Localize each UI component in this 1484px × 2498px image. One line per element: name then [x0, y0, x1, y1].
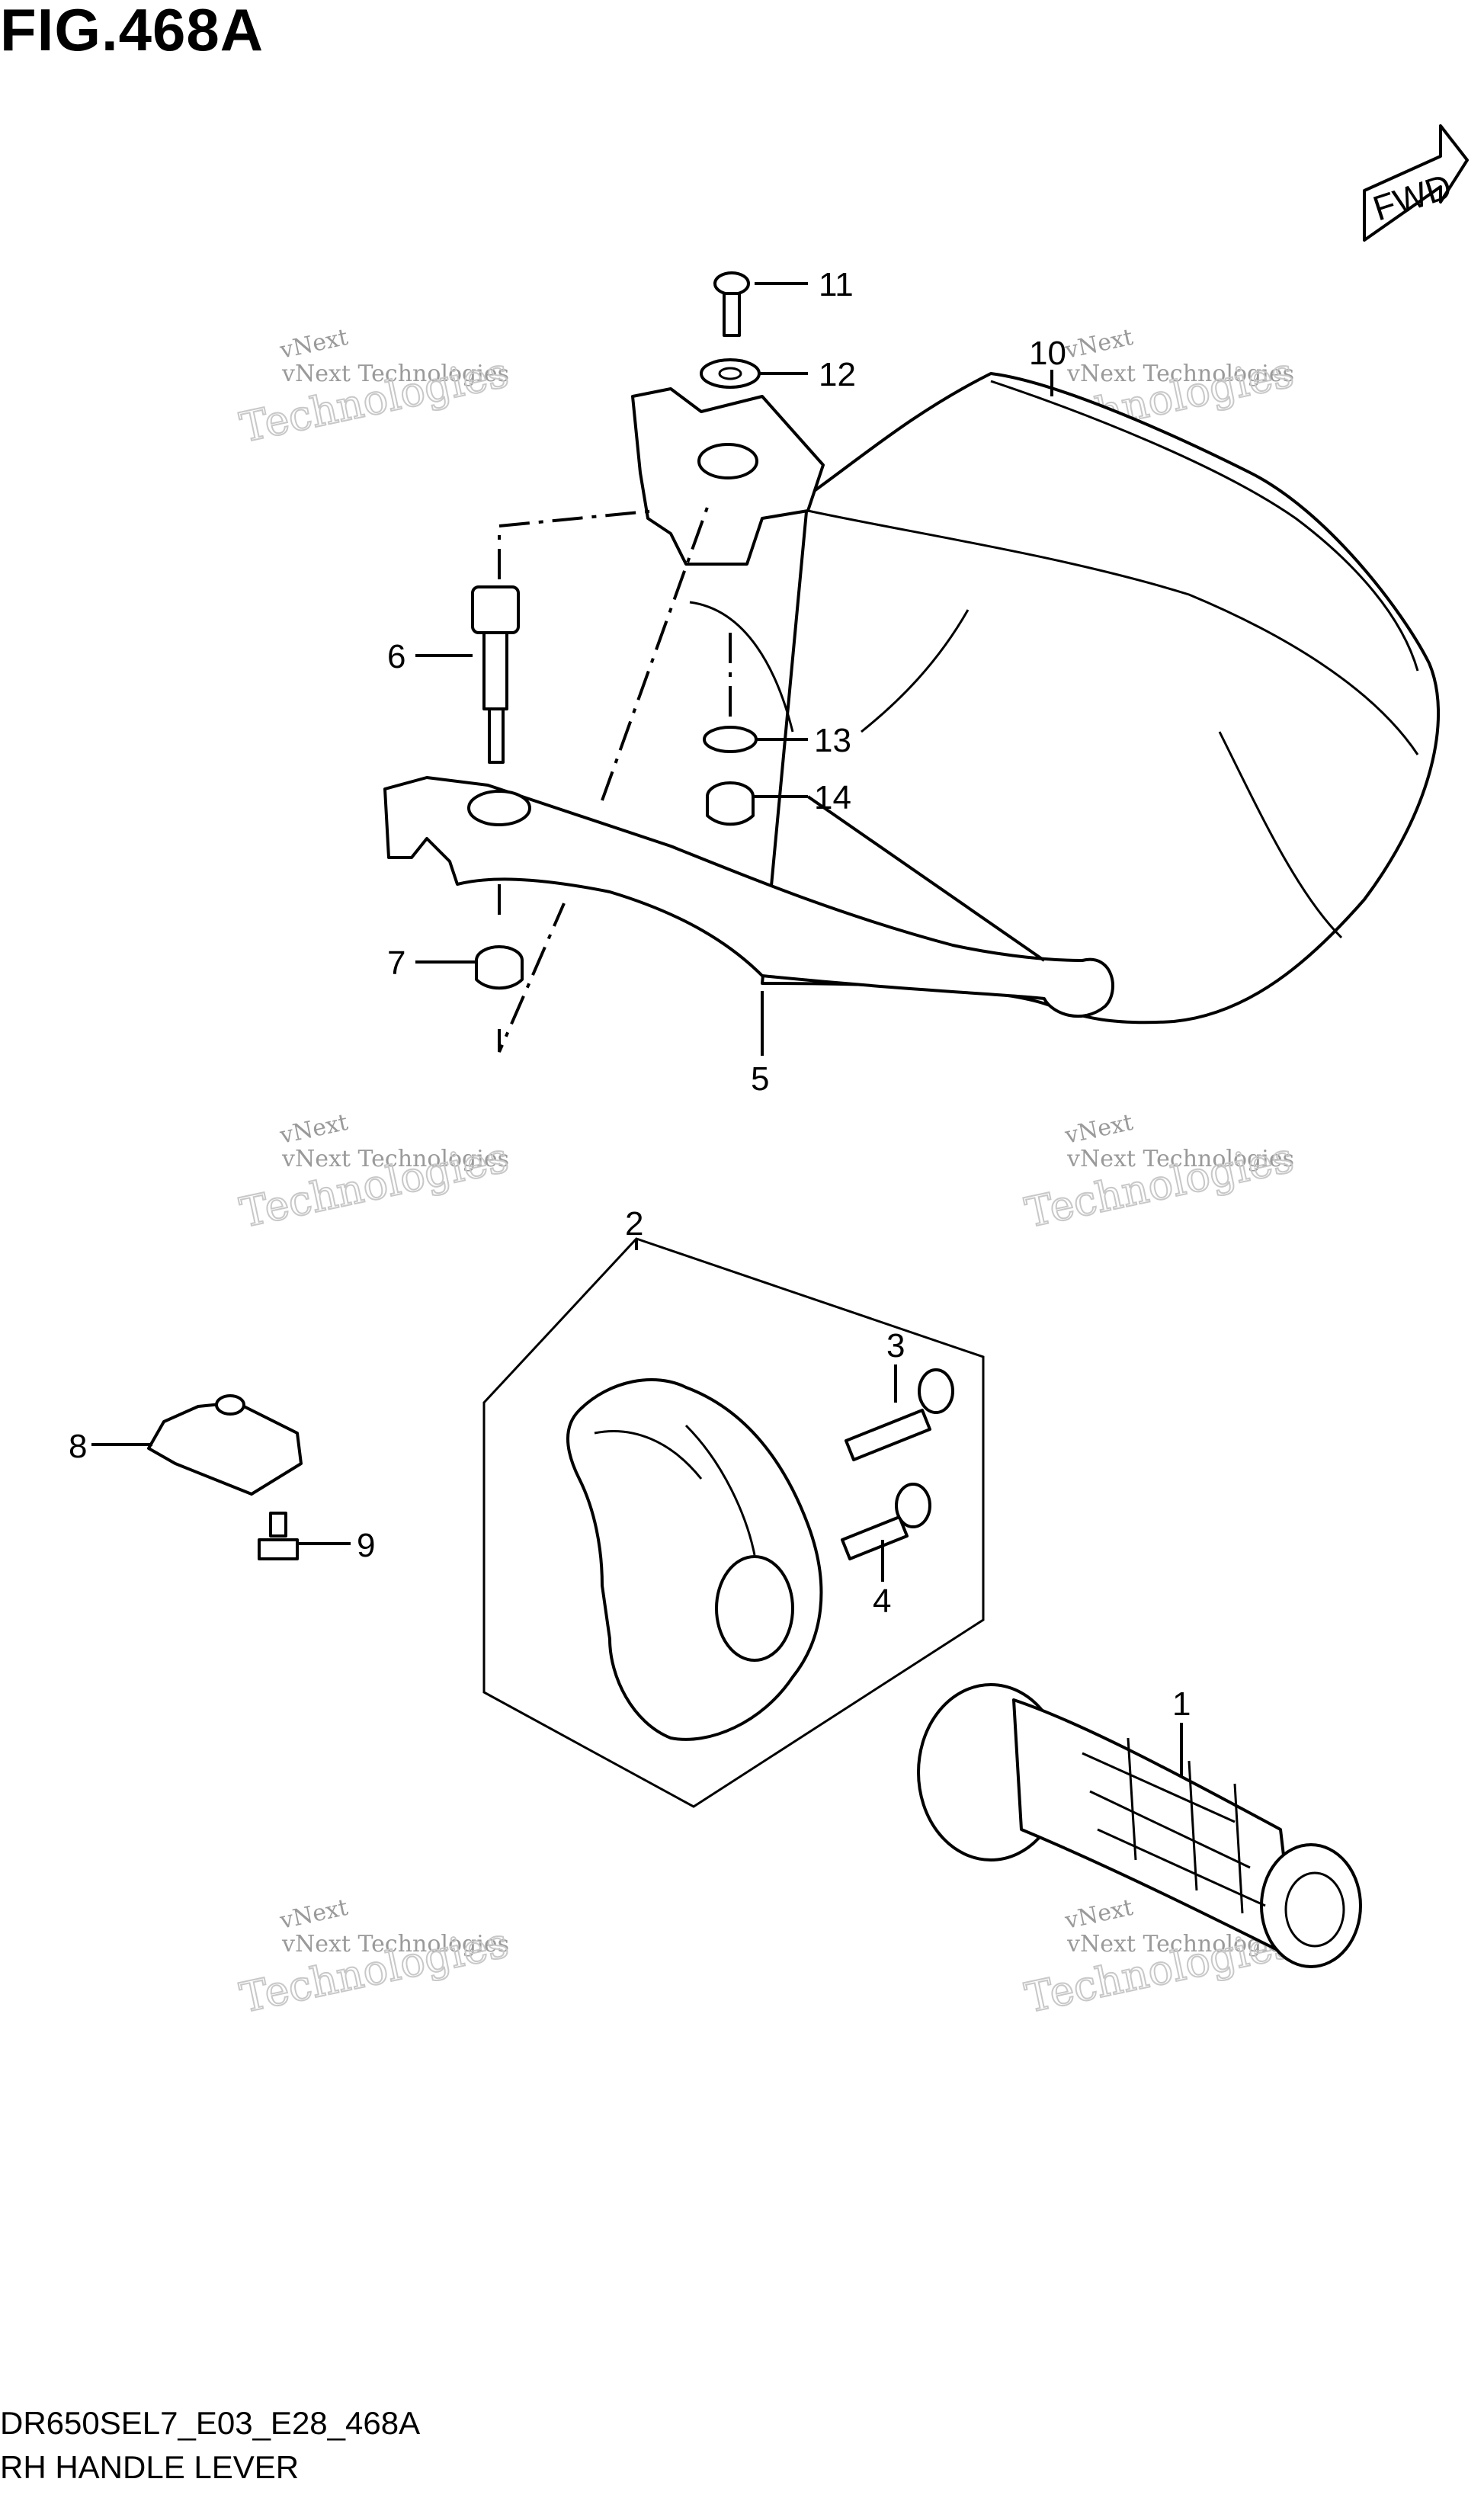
svg-text:vNext: vNext	[1062, 1109, 1135, 1150]
callout-7: 7	[387, 944, 405, 982]
callouts: 11 12 10 6 13 14 7 5 2 3 4 8 9 1	[69, 266, 1191, 1723]
screw-4-part	[841, 1483, 931, 1560]
watermark: vNext vNext Technologies Technologies	[1021, 1109, 1299, 1238]
callout-5: 5	[751, 1060, 769, 1098]
washer-12-part	[700, 358, 761, 389]
watermark: vNext vNext Technologies Technologies	[1021, 324, 1299, 453]
grip-1-part	[917, 1683, 1362, 1968]
callout-13: 13	[814, 722, 851, 759]
screw-11-part	[713, 271, 750, 337]
callout-3: 3	[886, 1327, 905, 1364]
watermark: vNext vNext Technologies Technologies	[236, 1109, 514, 1238]
callout-14: 14	[814, 779, 851, 816]
washer-13-part	[703, 726, 758, 753]
nut-7-part	[475, 945, 524, 990]
callout-12: 12	[819, 356, 856, 393]
svg-text:vNext: vNext	[1062, 324, 1135, 364]
svg-text:vNext Technologies: vNext Technologies	[1066, 1146, 1294, 1172]
callout-4: 4	[873, 1582, 891, 1620]
svg-text:vNext Technologies: vNext Technologies	[281, 361, 509, 387]
svg-text:vNext: vNext	[277, 1894, 350, 1935]
throttle-housing-box	[482, 1237, 985, 1808]
diagram-code: DR650SEL7_E03_E28_468A	[0, 2405, 421, 2441]
svg-text:vNext Technologies: vNext Technologies	[281, 1146, 509, 1172]
diagram-caption: RH HANDLE LEVER	[0, 2449, 300, 2485]
svg-text:vNext Technologies: vNext Technologies	[1066, 361, 1294, 387]
brake-lever-part	[383, 776, 1114, 1018]
svg-text:vNext: vNext	[277, 1109, 350, 1150]
callout-9: 9	[357, 1527, 375, 1564]
svg-text:vNext Technologies: vNext Technologies	[281, 1931, 509, 1958]
watermark: vNext vNext Technologies Technologies	[236, 1894, 514, 2023]
callout-11: 11	[819, 266, 854, 303]
callout-6: 6	[387, 638, 405, 675]
fwd-arrow-icon: FWD	[1363, 124, 1469, 242]
figure-title: FIG.468A	[0, 0, 264, 63]
callout-8: 8	[69, 1428, 87, 1465]
callout-10: 10	[1029, 335, 1066, 372]
switch-8-part	[147, 1394, 303, 1496]
svg-text:vNext: vNext	[1062, 1894, 1135, 1935]
leader-lines	[91, 282, 1183, 1776]
callout-1: 1	[1172, 1685, 1191, 1723]
screw-9-part	[258, 1512, 299, 1560]
screw-3-part	[845, 1368, 954, 1461]
nut-14-part	[706, 781, 755, 826]
watermark: vNext vNext Technologies Technologies	[236, 324, 514, 453]
bolt-6-part	[471, 585, 520, 764]
svg-text:vNext: vNext	[277, 324, 350, 364]
callout-2: 2	[625, 1205, 643, 1243]
